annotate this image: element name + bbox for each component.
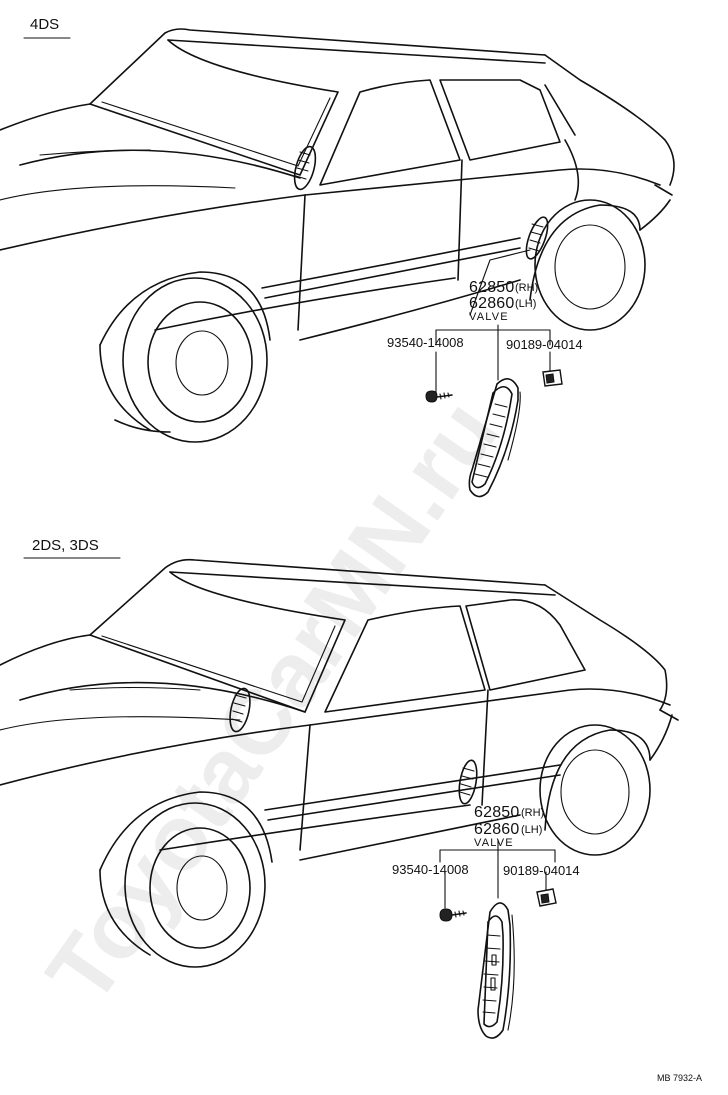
section-title: 4DS bbox=[30, 16, 59, 33]
clip-nut-icon bbox=[542, 369, 563, 387]
section-4ds: 4DS bbox=[0, 16, 675, 498]
section-2ds-3ds: 2DS, 3DS bbox=[0, 537, 679, 1039]
section-title: 2DS, 3DS bbox=[32, 537, 99, 554]
clip-nut-icon bbox=[536, 888, 557, 907]
installed-valve-rear bbox=[525, 216, 549, 260]
nut-part-number: 90189-04014 bbox=[506, 337, 583, 352]
nut-part-number: 90189-04014 bbox=[503, 863, 580, 878]
part-side-lh: (LH) bbox=[515, 298, 536, 310]
part-side-rh: (RH) bbox=[521, 807, 544, 819]
part-side-lh: (LH) bbox=[521, 824, 542, 836]
installed-valve-rear bbox=[458, 759, 478, 805]
reference-code: MB 7932-A bbox=[657, 1073, 702, 1083]
part-number-rh: 62850 bbox=[474, 804, 520, 821]
screw-icon bbox=[439, 908, 467, 922]
part-name: VALVE bbox=[469, 311, 509, 323]
part-side-rh: (RH) bbox=[515, 282, 538, 294]
installed-valve-front bbox=[229, 687, 251, 733]
part-number-lh: 62860 bbox=[474, 821, 520, 838]
screw-icon bbox=[425, 390, 453, 403]
valve-part-exploded bbox=[468, 378, 521, 498]
coupe-2-door-illustration bbox=[0, 558, 679, 968]
screw-part-number: 93540-14008 bbox=[387, 335, 464, 350]
sedan-4-door-illustration bbox=[0, 28, 675, 443]
valve-part-exploded bbox=[477, 902, 515, 1039]
part-number-lh: 62860 bbox=[469, 295, 515, 312]
screw-part-number: 93540-14008 bbox=[392, 862, 469, 877]
part-name: VALVE bbox=[474, 837, 514, 849]
part-number-rh: 62850 bbox=[469, 279, 515, 296]
installed-valve-front bbox=[293, 145, 317, 191]
